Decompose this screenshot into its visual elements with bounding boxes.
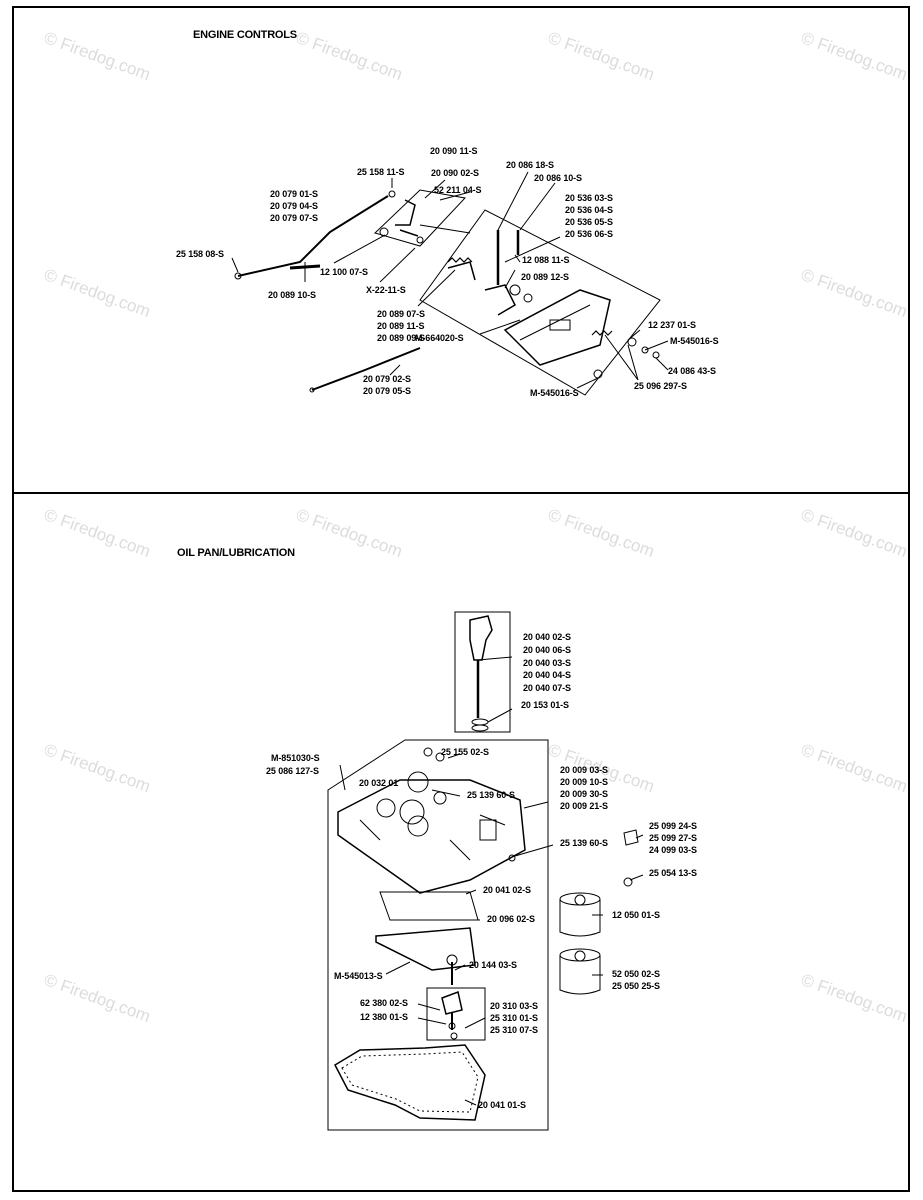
part-label: 20 032 01 bbox=[359, 778, 399, 788]
part-label: 20 086 10-S bbox=[534, 173, 582, 183]
part-label: 20 089 12-S bbox=[521, 272, 569, 282]
part-label: 20 536 03-S bbox=[565, 193, 613, 203]
part-label: 25 096 297-S bbox=[634, 381, 687, 391]
part-label: 20 009 03-S bbox=[560, 765, 608, 775]
part-label: 25 139 60-S bbox=[560, 838, 608, 848]
part-label: M-545013-S bbox=[334, 971, 383, 981]
part-label: 25 054 13-S bbox=[649, 868, 697, 878]
part-label: M-664020-S bbox=[415, 333, 464, 343]
part-label: 20 090 02-S bbox=[431, 168, 479, 178]
choke-rod bbox=[311, 347, 421, 391]
part-label: 24 086 43-S bbox=[668, 366, 716, 376]
part-label: M-545016-S bbox=[530, 388, 579, 398]
part-label: 20 089 09-S bbox=[377, 333, 425, 343]
part-label: 20 040 04-S bbox=[523, 670, 571, 680]
part-label: 20 009 10-S bbox=[560, 777, 608, 787]
oil-pan-box bbox=[327, 739, 549, 1131]
part-label: 20 079 02-S bbox=[363, 374, 411, 384]
part-label: 20 040 03-S bbox=[523, 658, 571, 668]
part-label: 12 380 01-S bbox=[360, 1012, 408, 1022]
part-label: 20 009 30-S bbox=[560, 789, 608, 799]
oil-pan bbox=[337, 779, 526, 894]
section-title-oil-pan: OIL PAN/LUBRICATION bbox=[177, 547, 295, 559]
oil-filter-1 bbox=[559, 892, 601, 937]
part-label: 25 155 02-S bbox=[441, 747, 489, 757]
gear-box bbox=[426, 987, 486, 1041]
part-label: 20 041 02-S bbox=[483, 885, 531, 895]
part-label: 62 380 02-S bbox=[360, 998, 408, 1008]
part-label: 24 099 03-S bbox=[649, 845, 697, 855]
part-label: 25 310 07-S bbox=[490, 1025, 538, 1035]
part-label: 20 536 04-S bbox=[565, 205, 613, 215]
bracket-box bbox=[374, 189, 466, 247]
pan-cover bbox=[375, 927, 476, 971]
part-label: 20 086 18-S bbox=[506, 160, 554, 170]
part-label: 20 144 03-S bbox=[469, 960, 517, 970]
section-title-engine-controls: ENGINE CONTROLS bbox=[193, 29, 297, 41]
part-label: 12 100 07-S bbox=[320, 267, 368, 277]
part-label: 20 536 05-S bbox=[565, 217, 613, 227]
part-label: 20 040 07-S bbox=[523, 683, 571, 693]
gasket-sheet bbox=[379, 891, 479, 921]
part-label: 25 099 27-S bbox=[649, 833, 697, 843]
part-label: 25 158 08-S bbox=[176, 249, 224, 259]
part-label: 20 040 02-S bbox=[523, 632, 571, 642]
part-label: 52 211 04-S bbox=[434, 185, 482, 195]
part-label: 20 079 07-S bbox=[270, 213, 318, 223]
throttle-rod bbox=[237, 195, 389, 277]
part-label: M-545016-S bbox=[670, 336, 719, 346]
part-label: 20 089 10-S bbox=[268, 290, 316, 300]
part-label: 20 009 21-S bbox=[560, 801, 608, 811]
oil-filter-2 bbox=[559, 948, 601, 995]
part-label: 20 079 05-S bbox=[363, 386, 411, 396]
linkage-box bbox=[419, 209, 661, 396]
part-label: 25 139 60-S bbox=[467, 790, 515, 800]
part-label: 25 050 25-S bbox=[612, 981, 660, 991]
part-label: 20 079 04-S bbox=[270, 201, 318, 211]
oil-pan-panel bbox=[12, 492, 910, 1192]
dipstick-box bbox=[454, 611, 511, 733]
part-label: 20 536 06-S bbox=[565, 229, 613, 239]
part-label: 20 089 07-S bbox=[377, 309, 425, 319]
part-label: 25 158 11-S bbox=[357, 167, 405, 177]
dipstick-cap bbox=[469, 615, 493, 661]
part-label: 25 099 24-S bbox=[649, 821, 697, 831]
part-label: 20 040 06-S bbox=[523, 645, 571, 655]
oil-pan-gasket bbox=[334, 1044, 486, 1121]
part-label: 12 050 01-S bbox=[612, 910, 660, 920]
part-label: 20 089 11-S bbox=[377, 321, 425, 331]
part-label: 20 041 01-S bbox=[478, 1100, 526, 1110]
part-label: 20 090 11-S bbox=[430, 146, 478, 156]
part-label: 52 050 02-S bbox=[612, 969, 660, 979]
part-label: 12 237 01-S bbox=[648, 320, 696, 330]
part-label: 20 310 03-S bbox=[490, 1001, 538, 1011]
part-label: 25 086 127-S bbox=[266, 766, 319, 776]
part-label: 20 079 01-S bbox=[270, 189, 318, 199]
part-label: 12 088 11-S bbox=[522, 255, 570, 265]
part-label: 20 153 01-S bbox=[521, 700, 569, 710]
part-label: 25 310 01-S bbox=[490, 1013, 538, 1023]
governor-plate bbox=[503, 289, 611, 366]
part-label: X-22-11-S bbox=[366, 285, 406, 295]
part-label: M-851030-S bbox=[271, 753, 320, 763]
part-label: 20 096 02-S bbox=[487, 914, 535, 924]
